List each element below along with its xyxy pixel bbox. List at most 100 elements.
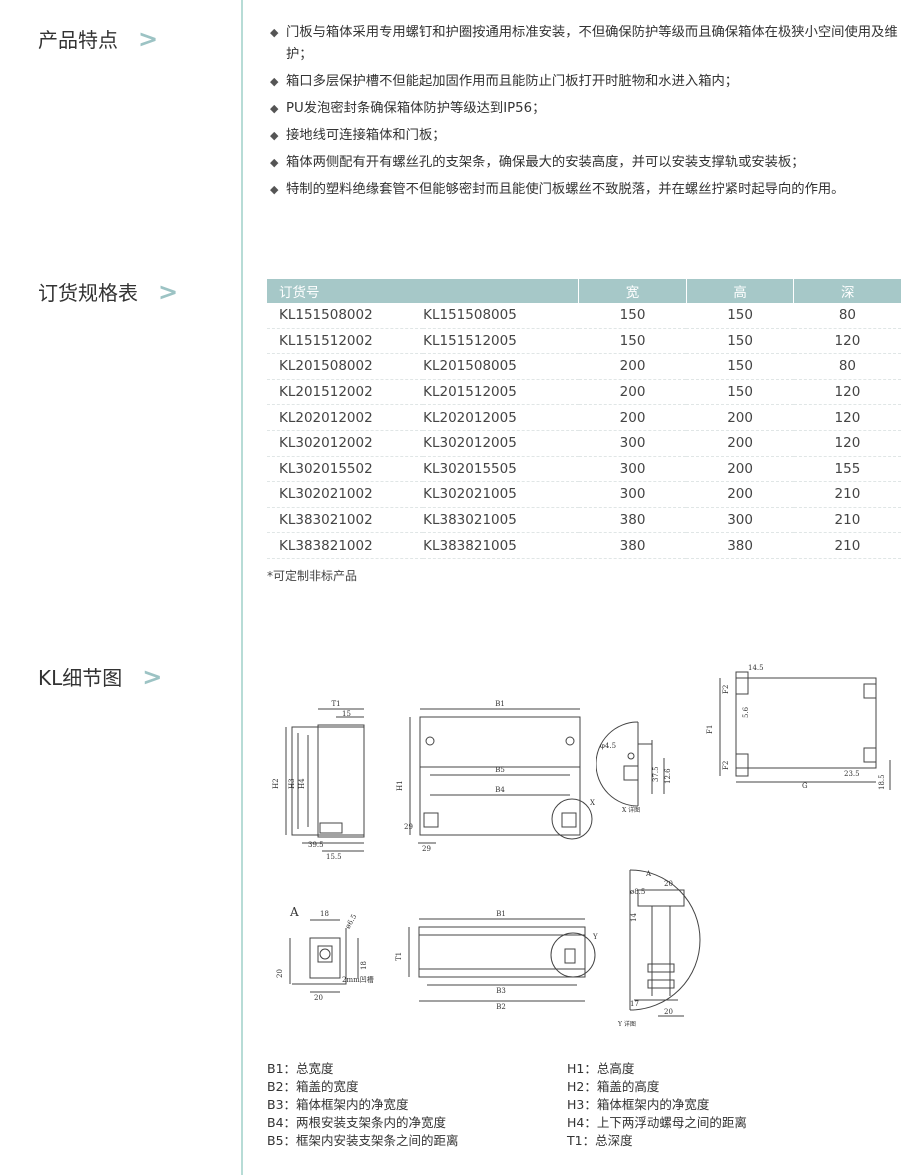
custom-note: *可定制非标产品 [267,569,358,583]
note-a-groove: 2mm凹槽 [342,975,374,984]
front-view-drawing: B1 B5 B4 H1 29 29 X [396,700,595,853]
legend-item: B4：两根安装支架条内的净宽度 [267,1115,447,1130]
legend-item: T1：总深度 [567,1133,633,1148]
dim-front-b5: B5 [495,766,505,774]
dim-front-h1: H1 [396,780,404,791]
dim-panel-f1: F1 [706,725,714,734]
dim-side-15: 15 [342,710,351,718]
dim-a-20a: 20 [276,969,284,978]
section-order-heading: 订货规格表 > [38,277,178,306]
dim-y-17: 17 [630,1000,639,1008]
x-detail-drawing: φ4.5 37.5 12.6 X 详图 [596,721,672,814]
dim-a-18b: 18 [360,961,368,970]
label-y-a: A [645,870,652,878]
panel-view-drawing: 14.5 F2 5.6 F1 F2 G 23.5 18.5 [706,664,891,790]
x-detail-caption: X 详图 [622,806,640,814]
col-header-width: 宽 [578,279,687,303]
legend-item: B5：框架内安装支架条之间的距离 [267,1133,459,1148]
dim-front-b4: B4 [495,786,505,794]
a-detail-drawing: A 18 ø6.5 18 20 20 2mm凹槽 [276,905,374,1002]
legend-item: H1：总高度 [567,1061,635,1076]
feature-item: ◆门板与箱体采用专用螺钉和护圈按通用标准安装，不但确保防护等级而且确保箱体在极狭… [270,22,902,66]
dim-a-phi65: ø6.5 [344,913,359,930]
dim-side-t1: T1 [331,700,340,708]
dim-panel-18-5: 18.5 [878,774,886,790]
diamond-bullet-icon: ◆ [270,26,279,39]
dim-a-18a: 18 [320,910,329,918]
dim-panel-f2b: F2 [722,761,730,770]
dim-side-h4: H4 [298,778,306,789]
dim-panel-23-5: 23.5 [844,770,860,778]
legend-item: B1：总宽度 [267,1061,334,1076]
chevron-right-icon: > [158,277,179,306]
detail-title: KL细节图 [38,666,123,690]
col-header-order-no: 订货号 [267,279,580,303]
feature-item: ◆PU发泡密封条确保箱体防护等级达到IP56； [270,98,902,120]
dim-top-t1: T1 [395,952,403,961]
dim-x-phi45: φ4.5 [600,742,616,750]
legend-left: B1：总宽度 B2：箱盖的宽度 B3：箱体框架内的净宽度 B4：两根安装支架条内… [267,1060,459,1150]
order-title: 订货规格表 [38,281,138,305]
dim-front-b1: B1 [495,700,505,708]
table-header-row: 订货号 宽 高 深 [267,279,901,303]
col-header-height: 高 [686,279,795,303]
feature-item: ◆箱体两侧配有开有螺丝孔的支架条，确保最大的安装高度，并可以安装支撑轨或安装板； [270,152,902,174]
dim-side-15-5: 15.5 [326,853,342,861]
legend-item: B3：箱体框架内的净宽度 [267,1097,409,1112]
dim-side-h3: H3 [288,778,296,789]
diamond-bullet-icon: ◆ [270,129,279,142]
y-detail-drawing: A ø8.5 20 14 17 20 Y 详图 [617,869,701,1028]
dim-y-14: 14 [630,913,638,922]
features-list: ◆门板与箱体采用专用螺钉和护圈按通用标准安装，不但确保防护等级而且确保箱体在极狭… [270,22,902,206]
legend-item: B2：箱盖的宽度 [267,1079,359,1094]
feature-item: ◆接地线可连接箱体和门板； [270,125,902,147]
feature-item: ◆箱口多层保护槽不但能起加固作用而且能防止门板打开时脏物和水进入箱内； [270,71,902,93]
diamond-bullet-icon: ◆ [270,102,279,115]
dim-x-12-6: 12.6 [664,768,672,784]
y-detail-caption: Y 详图 [617,1020,636,1028]
dim-panel-f2a: F2 [722,685,730,694]
label-a: A [289,905,299,919]
section-features-heading: 产品特点 > [38,24,158,53]
dim-panel-14-5: 14.5 [748,664,764,672]
diamond-bullet-icon: ◆ [270,75,279,88]
legend-item: H3：箱体框架内的净宽度 [567,1097,710,1112]
dim-front-29a: 29 [404,823,413,831]
features-title: 产品特点 [38,28,118,52]
label-front-x: X [590,799,595,807]
top-view-drawing: B1 T1 B3 B2 Y [395,910,598,1011]
dim-y-phi85: ø8.5 [630,888,645,896]
legend-item: H4：上下两浮动螺母之间的距离 [567,1115,747,1130]
chevron-right-icon: > [138,24,159,53]
dim-top-b3: B3 [496,987,506,995]
dim-panel-g: G [802,782,808,790]
col-header-depth: 深 [793,279,901,303]
section-detail-heading: KL细节图 > [38,662,162,691]
diamond-bullet-icon: ◆ [270,183,279,196]
dim-top-b1: B1 [496,910,506,918]
label-top-y: Y [592,933,598,941]
dim-top-b2: B2 [496,1003,506,1011]
legend-item: H2：箱盖的高度 [567,1079,660,1094]
dim-side-39-5: 39.5 [308,841,324,849]
dim-y-20b: 20 [664,1008,673,1016]
dim-front-29b: 29 [422,845,431,853]
diamond-bullet-icon: ◆ [270,156,279,169]
vertical-divider [241,0,243,1175]
dim-y-20a: 20 [664,880,673,888]
dim-a-20b: 20 [314,994,323,1002]
legend-right: H1：总高度 H2：箱盖的高度 H3：箱体框架内的净宽度 H4：上下两浮动螺母之… [567,1060,747,1150]
dim-side-h2: H2 [272,778,280,789]
side-view-drawing: T1 15 H2 H3 H4 39.5 15.5 [272,700,365,861]
